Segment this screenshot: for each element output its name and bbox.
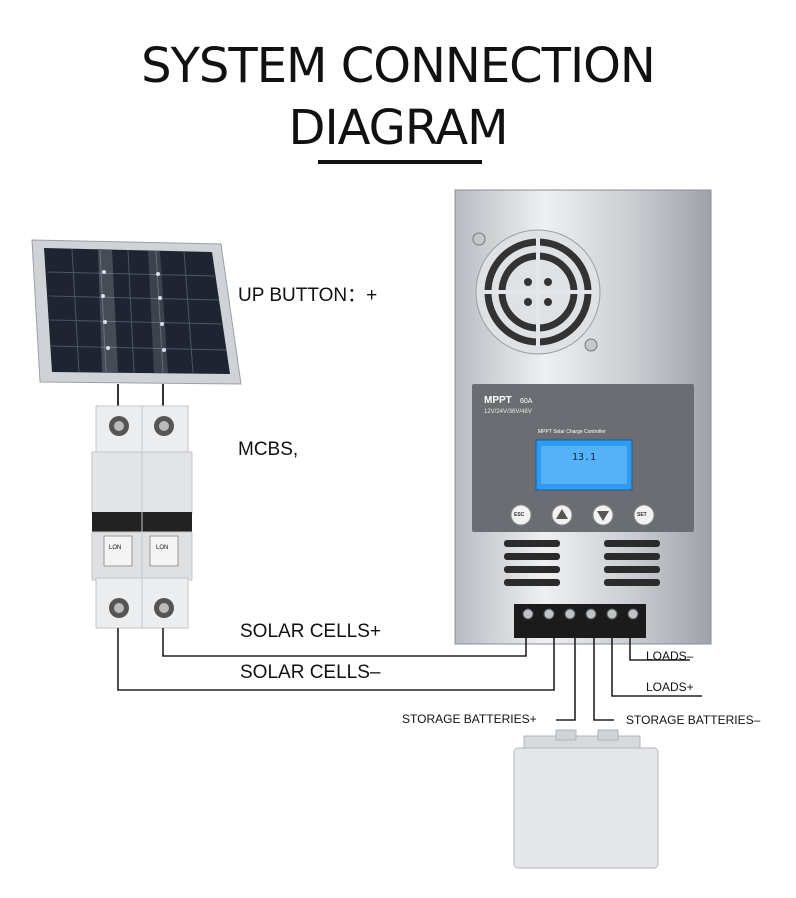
- label-up-button: UP BUTTON：+: [238, 285, 378, 306]
- label-loads-minus: LOADS–: [646, 649, 694, 663]
- label-loads-plus: LOADS+: [646, 680, 694, 694]
- label-solar-cells-minus: SOLAR CELLS–: [240, 662, 381, 683]
- controller-voltages: 12V/24V/36V/48V: [484, 409, 532, 415]
- label-mcbs: MCBS,: [238, 439, 299, 460]
- controller-subtitle: MPPT Solar Charge Controller: [538, 429, 606, 435]
- down-button[interactable]: [597, 511, 609, 521]
- diagram-title-line1: SYSTEM CONNECTION: [141, 38, 656, 94]
- diagram-title-line2: DIAGRAM: [288, 100, 509, 156]
- controller-model: MPPT: [484, 395, 512, 406]
- controller-rating: 60A: [520, 398, 533, 405]
- label-solar-cells-plus: SOLAR CELLS+: [240, 621, 381, 642]
- label-storage-batteries-plus: STORAGE BATTERIES+: [402, 712, 537, 726]
- lcd-reading: 13.1: [572, 452, 597, 463]
- up-button[interactable]: [556, 511, 568, 521]
- esc-button[interactable]: ESC: [514, 512, 525, 518]
- title-underline: [318, 160, 482, 164]
- label-storage-batteries-minus: STORAGE BATTERIES–: [626, 713, 761, 727]
- breaker-switch-left-label: LON: [109, 545, 122, 551]
- breaker-switch-right-label: LON: [156, 545, 169, 551]
- set-button[interactable]: SET: [637, 512, 647, 518]
